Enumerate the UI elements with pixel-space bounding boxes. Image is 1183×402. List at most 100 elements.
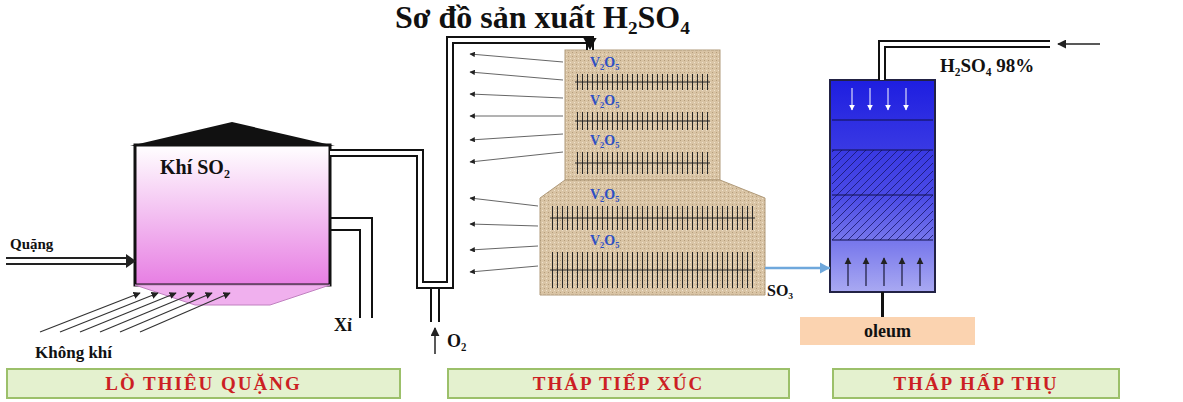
pipe-bore	[330, 40, 590, 285]
air-arrow	[40, 293, 140, 332]
gas-rise-arrow	[865, 258, 866, 286]
catalyst-bed	[575, 74, 710, 90]
absorption-tower-body	[830, 80, 935, 292]
label-wrap: Quặng	[10, 234, 53, 254]
absorption-packing	[832, 150, 933, 240]
gas-arrow	[470, 152, 563, 162]
arrowhead	[583, 38, 596, 50]
absorption-trays	[832, 120, 933, 240]
feed-label: Quặng	[10, 236, 53, 252]
drain-line	[882, 292, 883, 317]
gas-rise-arrow	[883, 258, 884, 286]
catalyst-bed	[575, 163, 710, 164]
outlet-label: Xỉ	[334, 315, 352, 335]
acid-arrow	[888, 88, 889, 110]
absorption-tray	[832, 195, 933, 196]
label-wrap: Xỉ	[334, 314, 352, 336]
stage-label-box: LÒ THIÊU QUẶNG	[6, 368, 401, 399]
box-label: LÒ THIÊU QUẶNG	[105, 372, 302, 396]
ore-inlet	[6, 263, 128, 265]
gas-flow-arrows	[470, 54, 563, 272]
gas-arrow	[470, 246, 538, 250]
air-arrow	[100, 293, 194, 332]
pipe-wall	[330, 40, 590, 285]
ore-arrowhead	[126, 254, 136, 268]
acid-arrow	[906, 88, 907, 110]
catalyst-bed	[575, 82, 710, 83]
acid-arrow	[870, 88, 871, 110]
acid-inlet-pipe	[882, 44, 1050, 80]
node-label: V₂O₅	[590, 186, 619, 204]
gas-arrow	[470, 266, 538, 272]
acid-arrow	[852, 88, 853, 110]
ore-inlet	[6, 257, 128, 259]
air-arrow	[120, 293, 212, 332]
catalyst-bed	[550, 218, 755, 219]
stage-label-box: THÁP TIẾP XÚC	[447, 368, 790, 399]
gas-arrow	[470, 198, 538, 206]
absorption-tray	[832, 120, 933, 121]
gas-arrow	[470, 54, 563, 62]
slag-pipe	[330, 230, 360, 318]
air-arrow	[60, 293, 158, 332]
acid-inlet-pipe	[882, 44, 1050, 80]
gas-arrow	[470, 94, 563, 98]
catalyst-section: V₂O₅ V₂O₅ V₂O₅	[565, 50, 720, 180]
oxygen-pipe	[438, 289, 440, 322]
catalyst-bed	[550, 270, 755, 271]
catalyst-bed	[575, 152, 710, 174]
box-label: THÁP HẤP THỤ	[893, 372, 1058, 396]
air-arrow	[80, 293, 176, 332]
flow-arrow	[765, 263, 830, 274]
node-label: Khí SO₂	[160, 155, 230, 179]
gas-pipe	[330, 38, 597, 285]
absorption-tray	[832, 240, 933, 241]
gas-arrow	[470, 134, 563, 140]
furnace-hopper	[135, 285, 330, 305]
node-label: V₂O₅	[590, 54, 619, 72]
catalyst-bed	[575, 112, 710, 130]
oxygen-pipe	[430, 289, 432, 322]
roasting-furnace: Khí SO₂	[135, 145, 330, 285]
catalyst-section: V₂O₅ V₂O₅	[540, 180, 765, 295]
furnace-body	[135, 145, 330, 285]
product-box: oleum	[800, 317, 975, 345]
arrowhead	[820, 263, 830, 274]
stage-label-box: THÁP HẤP THỤ	[832, 368, 1120, 399]
connector-line	[881, 292, 884, 317]
node-label: H₂SO₄ 98%	[940, 54, 1034, 78]
node-label: V₂O₅	[590, 132, 619, 150]
gas-arrow	[470, 224, 538, 226]
acid-flow-arrows	[852, 88, 906, 110]
gas-arrow	[470, 116, 563, 117]
contact-tower-upper	[565, 50, 720, 180]
diagram-title: Sơ đồ sản xuất H₂SO₄	[395, 0, 690, 35]
label-wrap: Không khí	[35, 342, 112, 364]
air-arrows	[40, 293, 230, 332]
node-label: V₂O₅	[590, 232, 619, 250]
label-wrap: O₂	[447, 330, 466, 352]
title-wrap: Sơ đồ sản xuất H₂SO₄	[395, 0, 690, 34]
acid-inlet-arrow	[1058, 43, 1100, 45]
catalyst-bed	[575, 121, 710, 122]
gas-rise-arrow	[901, 258, 902, 286]
node-label: V₂O₅	[590, 92, 619, 110]
feed-label: Không khí	[35, 343, 112, 362]
absorption-tray	[832, 150, 933, 151]
gas-rise-arrow	[847, 258, 848, 286]
oxygen-arrow	[434, 328, 436, 354]
edge-label-wrap: SO₃	[767, 281, 793, 301]
box-label: THÁP TIẾP XÚC	[533, 372, 704, 396]
gas-arrow	[470, 72, 563, 80]
furnace-roof	[130, 122, 335, 146]
gas-rise-arrows	[848, 258, 920, 286]
gas-rise-arrow	[919, 258, 920, 286]
box-label: oleum	[864, 320, 911, 342]
feed-label: O₂	[447, 331, 466, 351]
slag-pipe	[330, 218, 372, 318]
air-arrow	[140, 293, 230, 332]
absorption-tower: H₂SO₄ 98%	[830, 80, 935, 292]
